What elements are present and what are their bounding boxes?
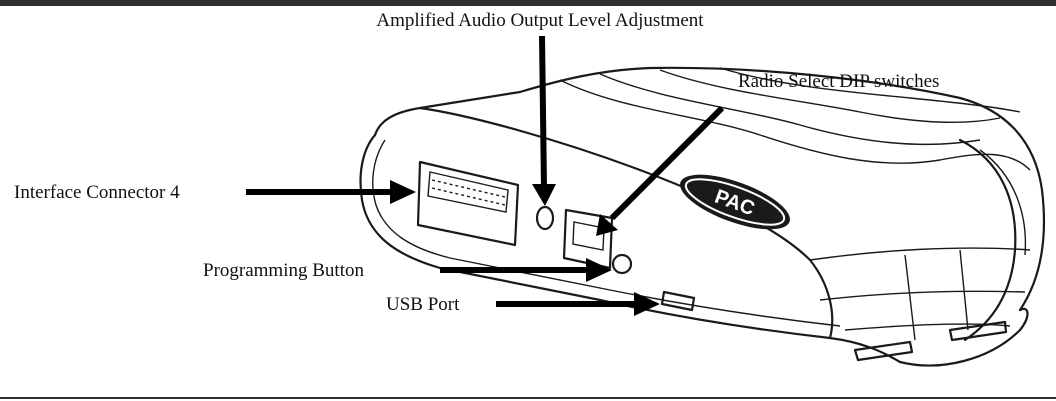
audio-level-pot [535,205,555,231]
arrow-radio-select [596,105,725,236]
label-radio-select: Radio Select DIP switches [738,71,939,92]
label-usb-port: USB Port [386,294,460,315]
label-amplified-audio: Amplified Audio Output Level Adjustment [376,10,704,31]
dip-switch-block [562,208,614,270]
top-rule [0,0,1056,6]
arrow-usb-port [496,292,660,316]
pac-logo: PAC [680,174,790,230]
device-body [359,66,1046,367]
arrow-interface-connector [246,180,416,204]
programming-button-shape [611,253,633,275]
bottom-rule [0,397,1056,399]
label-interface-connector: Interface Connector 4 [14,182,180,203]
label-programming-button: Programming Button [203,260,364,281]
arrow-programming-button [440,258,612,282]
arrow-amplified-audio [532,35,556,206]
interface-connector-port [416,160,520,247]
usb-port-shape [660,290,696,312]
